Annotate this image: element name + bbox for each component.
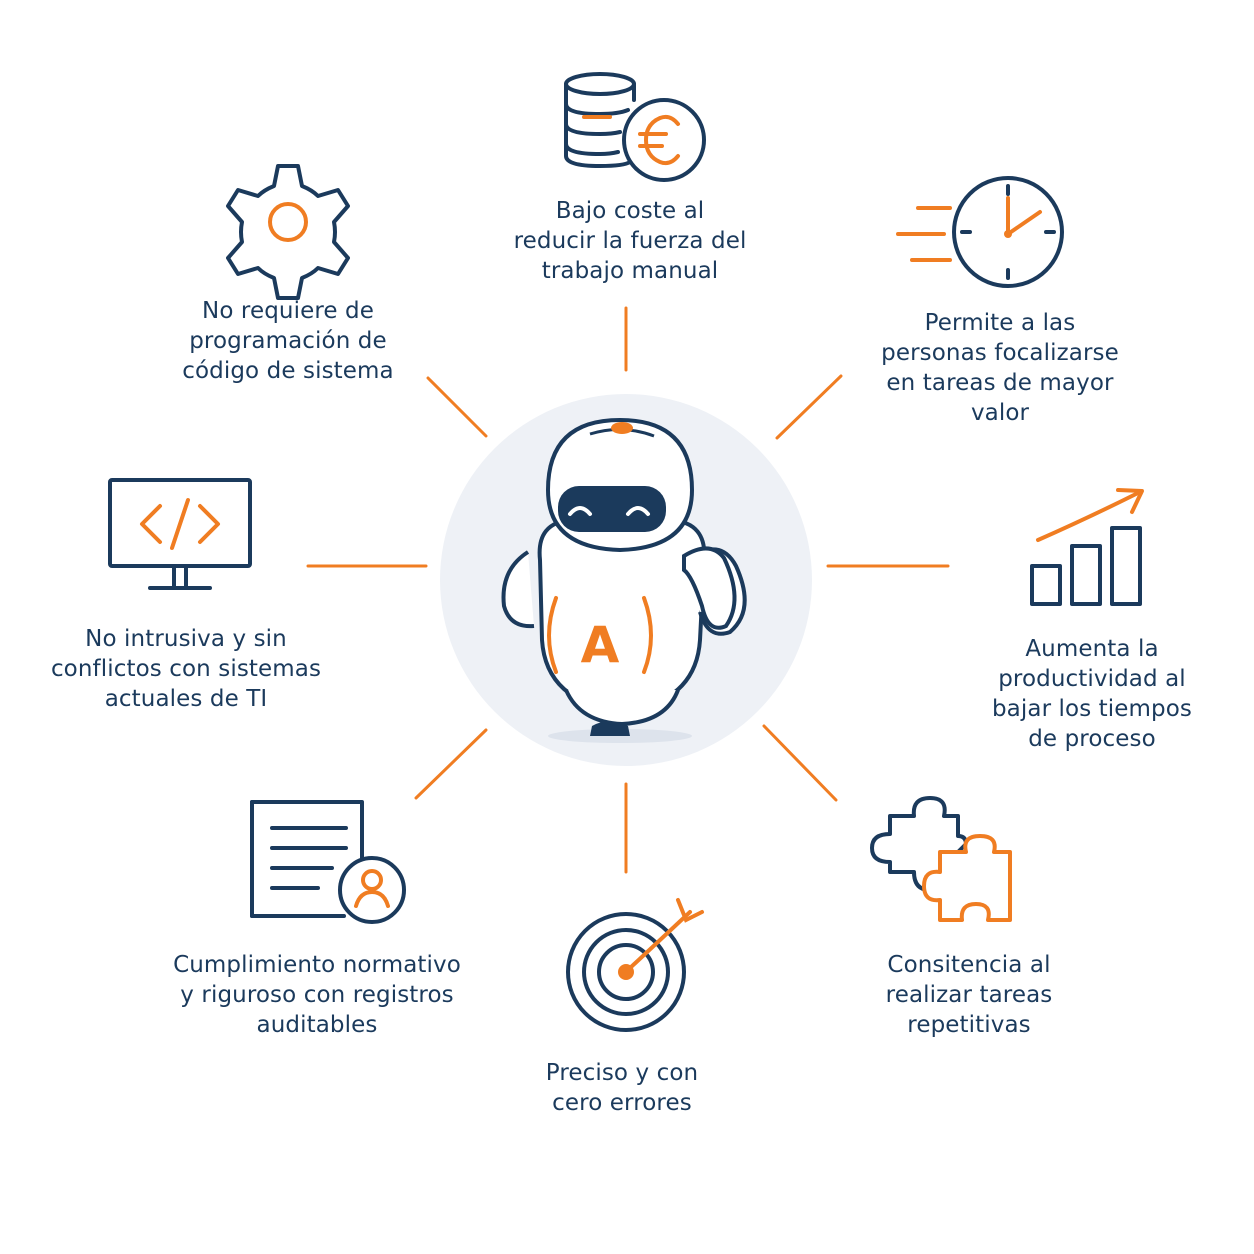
benefit-line: Consitencia al (887, 952, 1051, 978)
document-user-icon (250, 800, 406, 924)
benefit-line: trabajo manual (541, 258, 719, 284)
spoke-top-left (426, 376, 488, 438)
benefit-line: Cumplimiento normativo (173, 952, 461, 978)
robot-chest-mark-right (642, 596, 653, 674)
benefit-line: cero errores (552, 1090, 692, 1116)
benefit-line: y riguroso con registros (180, 982, 454, 1008)
robot-antenna (611, 422, 633, 434)
spoke-bottom-left (414, 728, 488, 800)
robot-mascot: A (501, 417, 747, 743)
benefit-label-compliance: Cumplimiento normativo y riguroso con re… (150, 950, 484, 1040)
code-monitor-icon (108, 478, 252, 590)
robot-right-hand (682, 546, 737, 630)
benefit-line: en tareas de mayor (886, 370, 1114, 396)
benefit-line: productividad al (998, 666, 1186, 692)
benefit-label-no-code: No requiere de programación de código de… (150, 296, 426, 386)
benefit-line: personas focalizarse (881, 340, 1119, 366)
benefit-line: realizar tareas (885, 982, 1053, 1008)
benefit-label-non-intrusive: No intrusiva y sin conflictos con sistem… (30, 624, 342, 714)
robot-base (564, 689, 680, 727)
benefit-line: de proceso (1028, 726, 1156, 752)
benefit-label-cost: Bajo coste al reducir la fuerza del trab… (480, 196, 780, 286)
benefit-line: conflictos con sistemas (50, 656, 322, 682)
benefit-line: programación de (189, 328, 387, 354)
benefit-line: auditables (256, 1012, 378, 1038)
benefit-line: código de sistema (182, 358, 394, 384)
robot-eye-right (626, 506, 650, 516)
benefit-line: No requiere de (202, 298, 374, 324)
benefit-line: Preciso y con (545, 1060, 699, 1086)
benefit-label-focus: Permite a las personas focalizarse en ta… (850, 308, 1150, 428)
benefit-line: Permite a las (924, 310, 1076, 336)
puzzle-icon (870, 796, 1012, 922)
spoke-top-right (775, 374, 843, 440)
fast-clock-icon (896, 176, 1064, 288)
robot-eye-left (568, 506, 592, 516)
spokes (306, 306, 950, 874)
benefit-line: repetitivas (907, 1012, 1031, 1038)
robot-visor (558, 486, 666, 532)
spoke-bottom-right (762, 724, 838, 802)
benefit-label-precision: Preciso y con cero errores (502, 1058, 742, 1118)
coins-euro-icon (564, 72, 706, 182)
target-icon (566, 898, 704, 1032)
benefit-line: Aumenta la (1025, 636, 1159, 662)
benefit-line: reducir la fuerza del (513, 228, 747, 254)
benefit-line: Bajo coste al (555, 198, 705, 224)
benefit-line: valor (970, 400, 1030, 426)
benefit-label-consistency: Consitencia al realizar tareas repetitiv… (834, 950, 1104, 1040)
benefit-line: No intrusiva y sin (85, 626, 287, 652)
benefit-label-productivity: Aumenta la productividad al bajar los ti… (962, 634, 1222, 754)
robot-chest-mark-left (547, 596, 558, 674)
robot-letter: A (581, 616, 620, 674)
robot-left-arm (501, 550, 535, 629)
benefit-line: actuales de TI (104, 686, 268, 712)
benefit-line: bajar los tiempos (991, 696, 1193, 722)
growth-chart-icon (1030, 488, 1144, 606)
gear-icon (226, 164, 350, 300)
